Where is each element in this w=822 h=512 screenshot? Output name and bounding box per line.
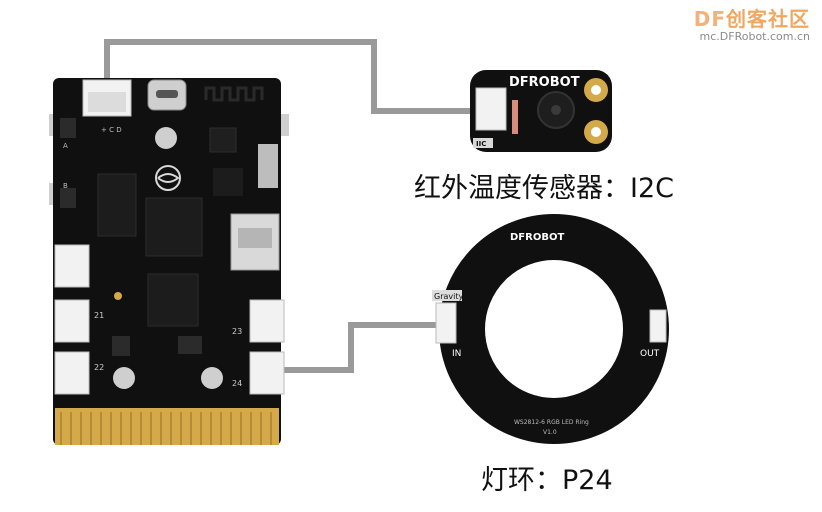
edge-finger-gap xyxy=(220,412,222,445)
infrared-temperature-sensor: DFROBOT IIC xyxy=(470,70,612,152)
ring-brand: DFROBOT xyxy=(510,232,564,243)
ring-in-label: IN xyxy=(452,349,461,359)
edge-finger-gap xyxy=(250,412,252,445)
port-label-21: 21 xyxy=(94,311,104,320)
edge-finger-gap xyxy=(150,412,152,445)
edge-connector-fingers xyxy=(60,412,272,445)
edge-finger-gap xyxy=(260,412,262,445)
watermark-brand: DF创客社区 xyxy=(694,3,810,32)
ring-version-text: V1.0 xyxy=(543,429,557,436)
port-label-22: 22 xyxy=(94,363,104,372)
gravity-tag xyxy=(432,290,462,301)
gold-edge-connector xyxy=(55,408,279,445)
edge-finger-gap xyxy=(200,412,202,445)
port-pin-label: + C D xyxy=(101,126,122,134)
i2c-connector-socket xyxy=(88,92,126,112)
i2c-wire xyxy=(104,39,470,114)
edge-finger-gap xyxy=(190,412,192,445)
controller-board: + C D A B 21 22 23 24 xyxy=(49,78,289,445)
edge-finger-gap xyxy=(80,412,82,445)
port-label-24: 24 xyxy=(232,379,242,388)
sensor-connector xyxy=(475,87,507,131)
iic-tag xyxy=(473,138,493,148)
button-b xyxy=(60,188,76,208)
watermark-brand-prefix: DF xyxy=(693,7,726,31)
ring-output-connector xyxy=(649,309,667,343)
edge-finger-gap xyxy=(210,412,212,445)
edge-finger-gap xyxy=(100,412,102,445)
mounting-hole-center xyxy=(591,85,601,95)
reset-switch xyxy=(258,144,278,188)
edge-finger-gap xyxy=(170,412,172,445)
ring-model-text: WS2812-6 RGB LED Ring xyxy=(514,419,589,426)
ic-chip xyxy=(178,336,202,354)
gravity-port-22 xyxy=(54,351,90,395)
usb-a-opening xyxy=(238,228,272,248)
edge-finger-gap xyxy=(90,412,92,445)
led-ring-module: DFROBOT Gravity IN OUT WS2812-6 RGB LED … xyxy=(432,214,669,444)
mounting-hole-center xyxy=(591,127,601,137)
port-label-23: 23 xyxy=(232,327,242,336)
ic-chip xyxy=(209,127,237,153)
edge-label-b: B xyxy=(63,182,68,190)
logo-icon-inner xyxy=(157,173,180,183)
sensor-resistors xyxy=(512,100,518,134)
p24-wire xyxy=(283,322,440,373)
ic-chip xyxy=(213,168,243,196)
edge-finger-gap xyxy=(110,412,112,445)
watermark-brand-text: 创客社区 xyxy=(726,7,810,31)
edge-finger-gap xyxy=(230,412,232,445)
touch-pad xyxy=(113,367,135,389)
display-chip xyxy=(97,173,137,237)
usb-c-opening xyxy=(156,90,178,98)
gravity-port-23 xyxy=(249,299,285,343)
iic-tag-text: IIC xyxy=(476,140,486,148)
watermark-url: mc.DFRobot.com.cn xyxy=(699,30,810,43)
edge-finger-gap xyxy=(70,412,72,445)
main-processor xyxy=(145,197,203,257)
ic-chip xyxy=(112,336,130,356)
ir-sensor-window xyxy=(551,105,561,115)
led-indicator xyxy=(114,292,122,300)
ring-caption: 灯环：P24 xyxy=(481,465,613,496)
logo-icon xyxy=(155,165,181,191)
ring-out-label: OUT xyxy=(640,349,660,359)
edge-finger-gap xyxy=(140,412,142,445)
gravity-tag-text: Gravity xyxy=(434,292,463,301)
gravity-port-left xyxy=(54,244,90,288)
wifi-antenna xyxy=(204,86,264,102)
edge-finger-gap xyxy=(180,412,182,445)
ring-input-connector xyxy=(435,302,457,344)
gravity-port-24 xyxy=(249,351,285,395)
edge-finger-gap xyxy=(270,412,272,445)
secondary-processor xyxy=(147,273,199,327)
edge-finger-gap xyxy=(130,412,132,445)
gravity-port-21 xyxy=(54,299,90,343)
edge-finger-gap xyxy=(160,412,162,445)
touch-pad xyxy=(201,367,223,389)
light-sensor xyxy=(155,127,177,149)
edge-finger-gap xyxy=(120,412,122,445)
sensor-caption: 红外温度传感器：I2C xyxy=(414,173,674,204)
edge-label-a: A xyxy=(63,142,68,150)
button-a xyxy=(60,118,76,138)
sensor-brand: DFROBOT xyxy=(509,75,580,90)
edge-finger-gap xyxy=(60,412,62,445)
edge-finger-gap xyxy=(240,412,242,445)
led-ring-pcb xyxy=(439,214,669,444)
